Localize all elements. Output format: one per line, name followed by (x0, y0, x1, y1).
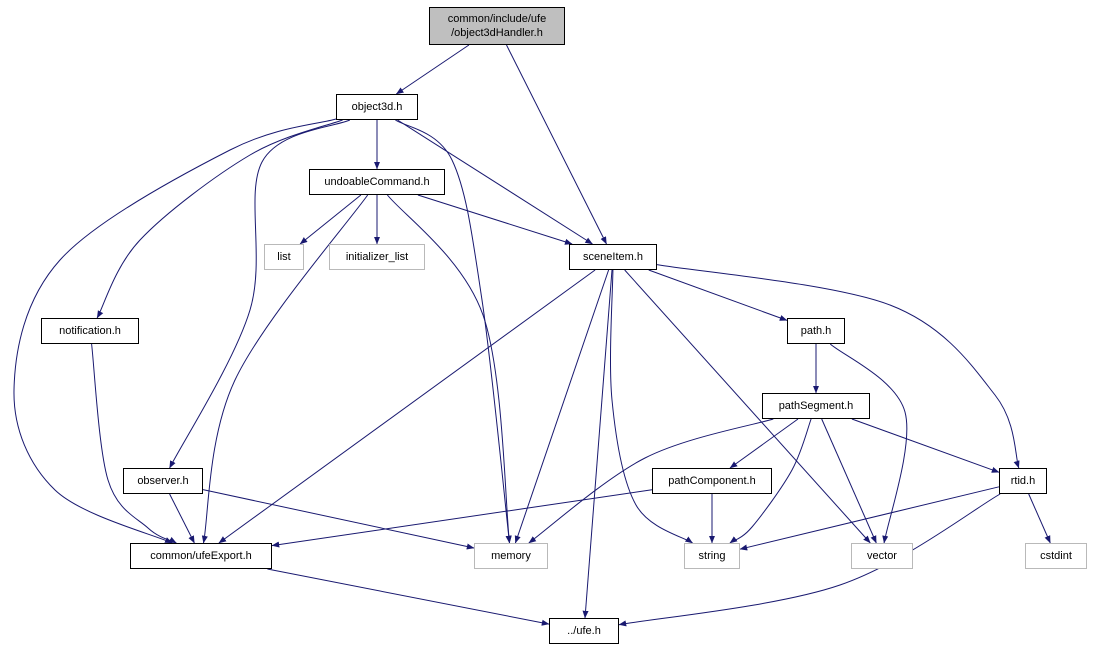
edge-observer-to-memory (202, 489, 475, 550)
node-path[interactable]: path.h (787, 318, 845, 344)
node-label: /object3dHandler.h (451, 27, 543, 39)
edge-ufeexport-to-ufe (267, 568, 550, 626)
node-pathcomponent[interactable]: pathComponent.h (652, 468, 772, 494)
edge-pathsegment-to-string (729, 418, 812, 544)
node-label: ../ufe.h (567, 624, 601, 637)
node-pathsegment[interactable]: pathSegment.h (762, 393, 870, 419)
edge-undoablecommand-to-memory (387, 194, 512, 544)
node-label: memory (491, 549, 531, 562)
node-label: string (698, 549, 726, 562)
node-undoablecommand[interactable]: undoableCommand.h (309, 169, 445, 195)
node-sceneitem[interactable]: sceneItem.h (569, 244, 657, 270)
node-string: string (684, 543, 740, 569)
node-label: common/include/ufe (447, 12, 547, 25)
node-list: list (264, 244, 304, 270)
edge-sceneitem-to-vector (624, 269, 871, 544)
node-ufe[interactable]: ../ufe.h (549, 618, 619, 644)
edge-rtid-to-string (739, 486, 1000, 551)
edge-object3d-to-observer (169, 119, 351, 469)
node-label: pathComponent.h (668, 474, 756, 487)
edge-rtid-to-ufe (618, 493, 1001, 627)
edge-sceneitem-to-ufe (582, 269, 613, 619)
edge-sceneitem-to-rtid (656, 264, 1020, 469)
edge-sceneitem-to-path (648, 269, 788, 321)
edge-sceneitem-to-memory (514, 269, 610, 544)
node-label: notification.h (59, 324, 121, 337)
node-rtid[interactable]: rtid.h (999, 468, 1047, 494)
edge-object3dhandler-to-object3d (395, 44, 470, 95)
edge-object3d-to-memory (395, 119, 512, 544)
node-label: observer.h (137, 474, 189, 487)
edge-undoablecommand-to-list (299, 194, 362, 245)
node-label: initializer_list (345, 250, 409, 263)
node-label: object3d.h (351, 100, 403, 113)
edge-pathsegment-to-rtid (851, 418, 1000, 473)
node-label: sceneItem.h (583, 250, 643, 263)
node-memory: memory (474, 543, 548, 569)
edge-pathsegment-to-pathcomponent (729, 418, 799, 469)
node-label: path.h (800, 324, 832, 337)
node-object3dhandler: common/include/ufe/object3dHandler.h (429, 7, 565, 45)
node-label: vector (867, 549, 897, 562)
node-label: cstdint (1040, 549, 1072, 562)
node-ufeexport[interactable]: common/ufeExport.h (130, 543, 272, 569)
node-label: rtid.h (1010, 474, 1036, 487)
edge-pathcomponent-to-ufeexport (271, 489, 653, 548)
edge-rtid-to-cstdint (1028, 493, 1051, 544)
node-label: pathSegment.h (778, 399, 854, 412)
edge-sceneitem-to-string (610, 269, 693, 544)
node-vector: vector (851, 543, 913, 569)
node-cstdint: cstdint (1025, 543, 1087, 569)
node-notification[interactable]: notification.h (41, 318, 139, 344)
node-observer[interactable]: observer.h (123, 468, 203, 494)
edge-object3dhandler-to-sceneitem (506, 44, 607, 245)
edge-undoablecommand-to-ufeexport (201, 194, 369, 544)
edge-pathsegment-to-memory (528, 418, 774, 544)
edge-undoablecommand-to-sceneitem (417, 194, 573, 245)
node-initializerlist: initializer_list (329, 244, 425, 270)
edge-object3d-to-sceneitem (397, 119, 593, 245)
node-object3d[interactable]: object3d.h (336, 94, 418, 120)
node-label: undoableCommand.h (324, 175, 430, 188)
edge-pathsegment-to-vector (821, 418, 877, 544)
edge-object3d-to-ufeexport (13, 118, 337, 544)
node-label: list (277, 250, 291, 263)
edge-object3d-to-notification (96, 119, 343, 319)
edge-sceneitem-to-ufeexport (218, 269, 596, 544)
node-label: common/ufeExport.h (150, 549, 252, 562)
edge-observer-to-ufeexport (169, 493, 195, 544)
edge-notification-to-ufeexport (91, 343, 177, 544)
